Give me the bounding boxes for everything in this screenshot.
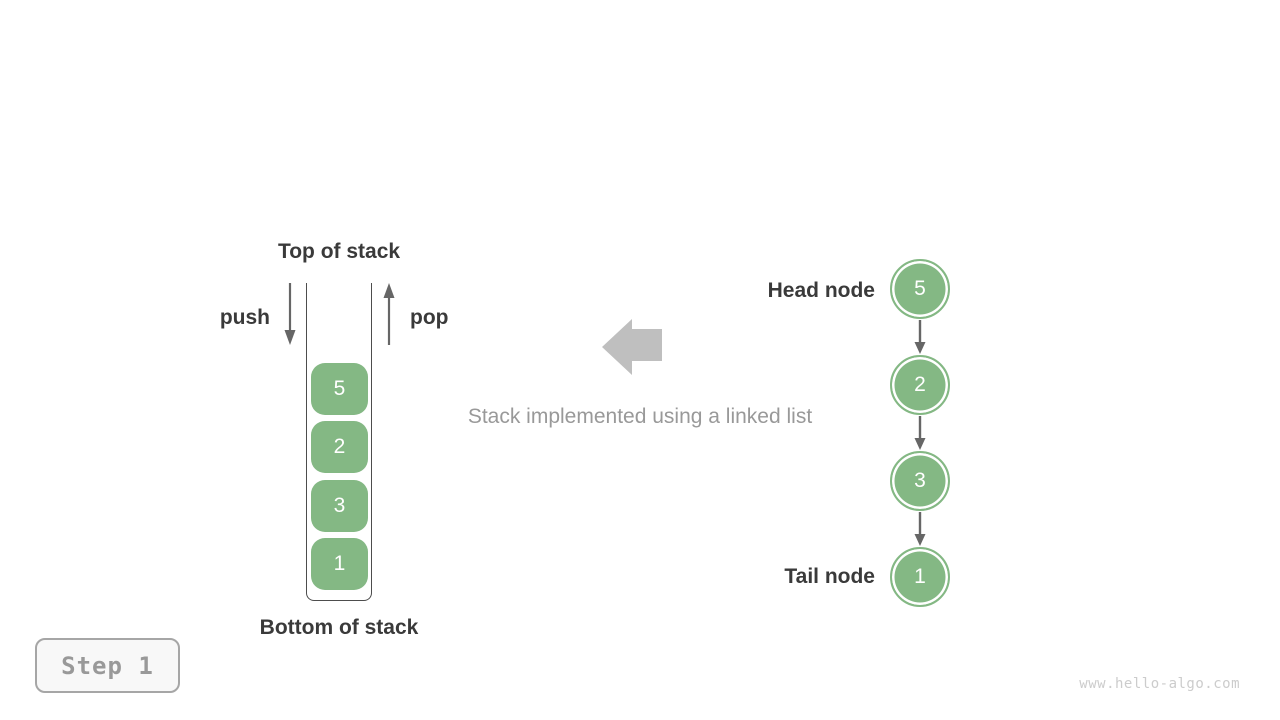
top-of-stack-label: Top of stack [277, 240, 401, 263]
step-badge: Step 1 [35, 638, 180, 693]
push-arrow-icon [284, 283, 296, 345]
node-link-arrow-icon [914, 512, 926, 546]
stack-box: 3 [311, 480, 368, 532]
node-link-arrow-icon [914, 320, 926, 354]
head-node-label: Head node [767, 279, 875, 302]
linked-list-node: 5 [890, 259, 950, 319]
linked-list-node: 3 [890, 451, 950, 511]
push-label: push [219, 306, 270, 329]
watermark-text: www.hello-algo.com [1079, 676, 1240, 692]
stack-box: 2 [311, 421, 368, 473]
stack-container [306, 283, 372, 601]
stack-box: 1 [311, 538, 368, 590]
left-block-arrow-icon [602, 319, 662, 375]
linked-list-node: 1 [890, 547, 950, 607]
pop-arrow-icon [383, 283, 395, 345]
node-link-arrow-icon [914, 416, 926, 450]
bottom-of-stack-label: Bottom of stack [259, 616, 419, 639]
stack-box: 5 [311, 363, 368, 415]
pop-label: pop [410, 306, 449, 329]
caption-text: Stack implemented using a linked list [467, 405, 813, 428]
tail-node-label: Tail node [784, 565, 875, 588]
linked-list-node: 2 [890, 355, 950, 415]
